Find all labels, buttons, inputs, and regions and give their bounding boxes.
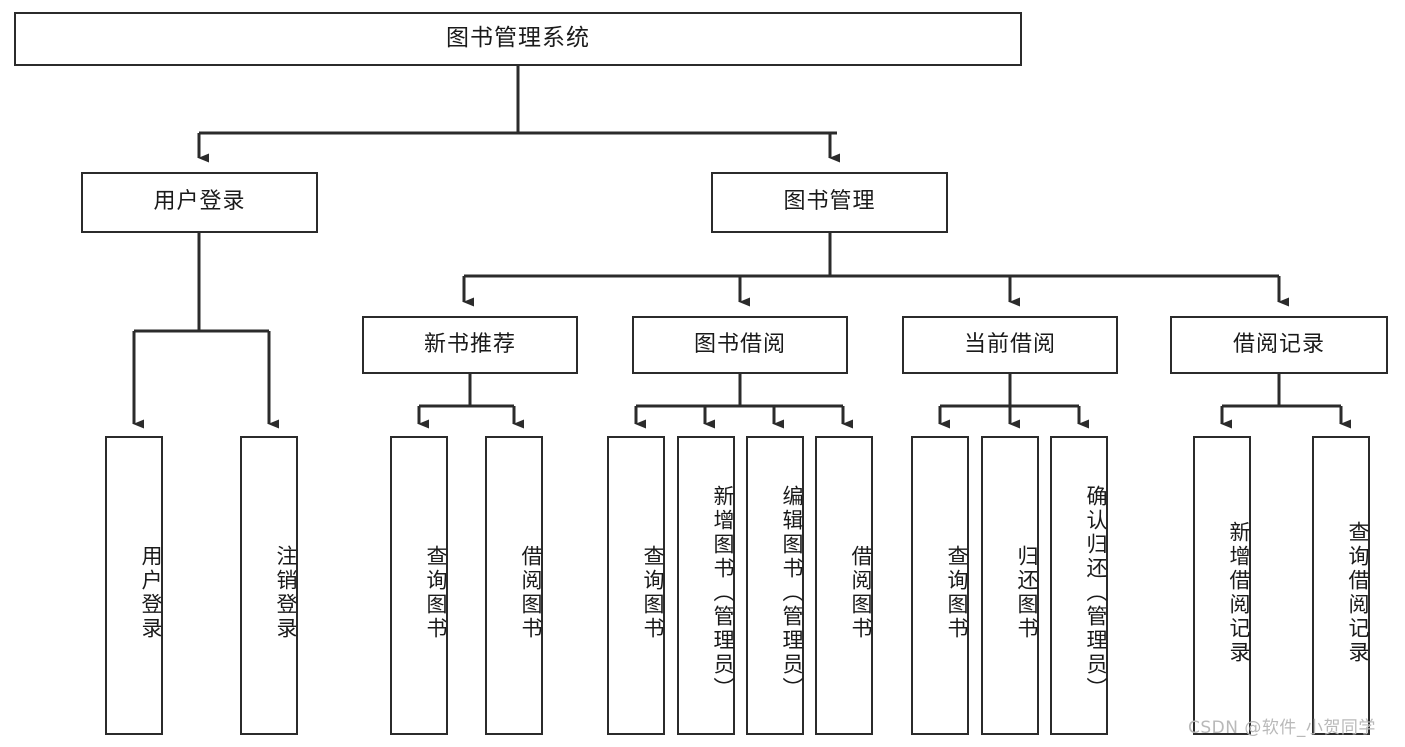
node-leaf-current-return-label: 归还图书 bbox=[1015, 544, 1039, 641]
node-leaf-borrow-do[interactable]: 借阅图书 bbox=[815, 436, 873, 735]
node-leaf-logout-label: 注销登录 bbox=[274, 544, 298, 641]
node-leaf-borrow-query[interactable]: 查询图书 bbox=[607, 436, 665, 735]
node-leaf-borrow-add-label: 新增图书（管理员） bbox=[711, 484, 735, 701]
node-user-login[interactable]: 用户登录 bbox=[81, 172, 318, 233]
node-leaf-current-query-label: 查询图书 bbox=[945, 544, 969, 641]
node-leaf-borrow-query-label: 查询图书 bbox=[641, 544, 665, 641]
node-leaf-newbook-borrow-label: 借阅图书 bbox=[519, 544, 543, 641]
node-book-borrow[interactable]: 图书借阅 bbox=[632, 316, 848, 374]
node-leaf-borrow-edit[interactable]: 编辑图书（管理员） bbox=[746, 436, 804, 735]
node-leaf-current-query[interactable]: 查询图书 bbox=[911, 436, 969, 735]
node-leaf-current-return[interactable]: 归还图书 bbox=[981, 436, 1039, 735]
node-leaf-record-add[interactable]: 新增借阅记录 bbox=[1193, 436, 1251, 735]
node-book-manage[interactable]: 图书管理 bbox=[711, 172, 948, 233]
node-new-book-recommend[interactable]: 新书推荐 bbox=[362, 316, 578, 374]
node-borrow-record[interactable]: 借阅记录 bbox=[1170, 316, 1388, 374]
node-leaf-current-confirm[interactable]: 确认归还（管理员） bbox=[1050, 436, 1108, 735]
node-leaf-newbook-query-label: 查询图书 bbox=[424, 544, 448, 641]
node-current-borrow[interactable]: 当前借阅 bbox=[902, 316, 1118, 374]
node-leaf-logout[interactable]: 注销登录 bbox=[240, 436, 298, 735]
node-leaf-borrow-add[interactable]: 新增图书（管理员） bbox=[677, 436, 735, 735]
watermark-text: CSDN @软件_小贺同学 bbox=[1188, 718, 1376, 738]
node-leaf-borrow-edit-label: 编辑图书（管理员） bbox=[780, 484, 804, 701]
node-leaf-record-query[interactable]: 查询借阅记录 bbox=[1312, 436, 1370, 735]
node-leaf-record-query-label: 查询借阅记录 bbox=[1346, 520, 1370, 665]
node-leaf-newbook-borrow[interactable]: 借阅图书 bbox=[485, 436, 543, 735]
node-leaf-user-login[interactable]: 用户登录 bbox=[105, 436, 163, 735]
node-root-system[interactable]: 图书管理系统 bbox=[14, 12, 1022, 66]
node-leaf-current-confirm-label: 确认归还（管理员） bbox=[1084, 484, 1108, 701]
node-leaf-record-add-label: 新增借阅记录 bbox=[1227, 520, 1251, 665]
node-leaf-user-login-label: 用户登录 bbox=[139, 544, 163, 641]
node-leaf-newbook-query[interactable]: 查询图书 bbox=[390, 436, 448, 735]
node-leaf-borrow-do-label: 借阅图书 bbox=[849, 544, 873, 641]
